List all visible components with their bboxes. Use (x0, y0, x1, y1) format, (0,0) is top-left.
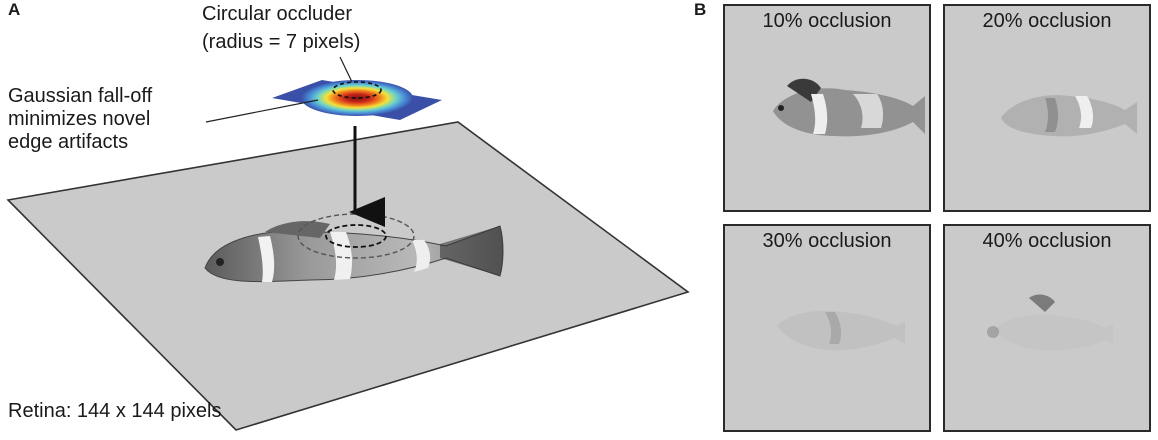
panel-b-letter: B (694, 0, 707, 19)
occluder-footprint (325, 224, 387, 248)
occlusion-tile-10: 10% occlusion (723, 4, 931, 212)
falloff-leader-line (205, 99, 319, 123)
tile-40-label: 40% occlusion (982, 230, 1112, 252)
occlusion-schematic (6, 56, 690, 431)
occluder-label-line1: Circular occluder (202, 3, 353, 25)
panel-a-letter: A (8, 0, 21, 19)
tile-20-label: 20% occlusion (982, 10, 1112, 32)
occlusion-tile-30: 30% occlusion (723, 224, 931, 432)
occlusion-tile-20: 20% occlusion (943, 4, 1151, 212)
falloff-label: Gaussian fall-off minimizes novel edge a… (8, 85, 153, 153)
retina-label: Retina: 144 x 144 pixels (8, 400, 222, 422)
clownfish-image (204, 221, 504, 283)
occluder-label-line2: (radius = 7 pixels) (202, 31, 361, 53)
tile-30-label: 30% occlusion (762, 230, 892, 252)
gaussian-occluder (272, 80, 442, 120)
tile-10-label: 10% occlusion (762, 10, 892, 32)
occluder-leader-line (339, 56, 353, 83)
falloff-outline (297, 213, 415, 259)
occlusion-tile-40: 40% occlusion (943, 224, 1151, 432)
fish-20-image (1001, 95, 1137, 137)
fish-40-image (987, 294, 1113, 351)
fish-30-image (777, 310, 905, 351)
fish-10-image (773, 78, 925, 137)
